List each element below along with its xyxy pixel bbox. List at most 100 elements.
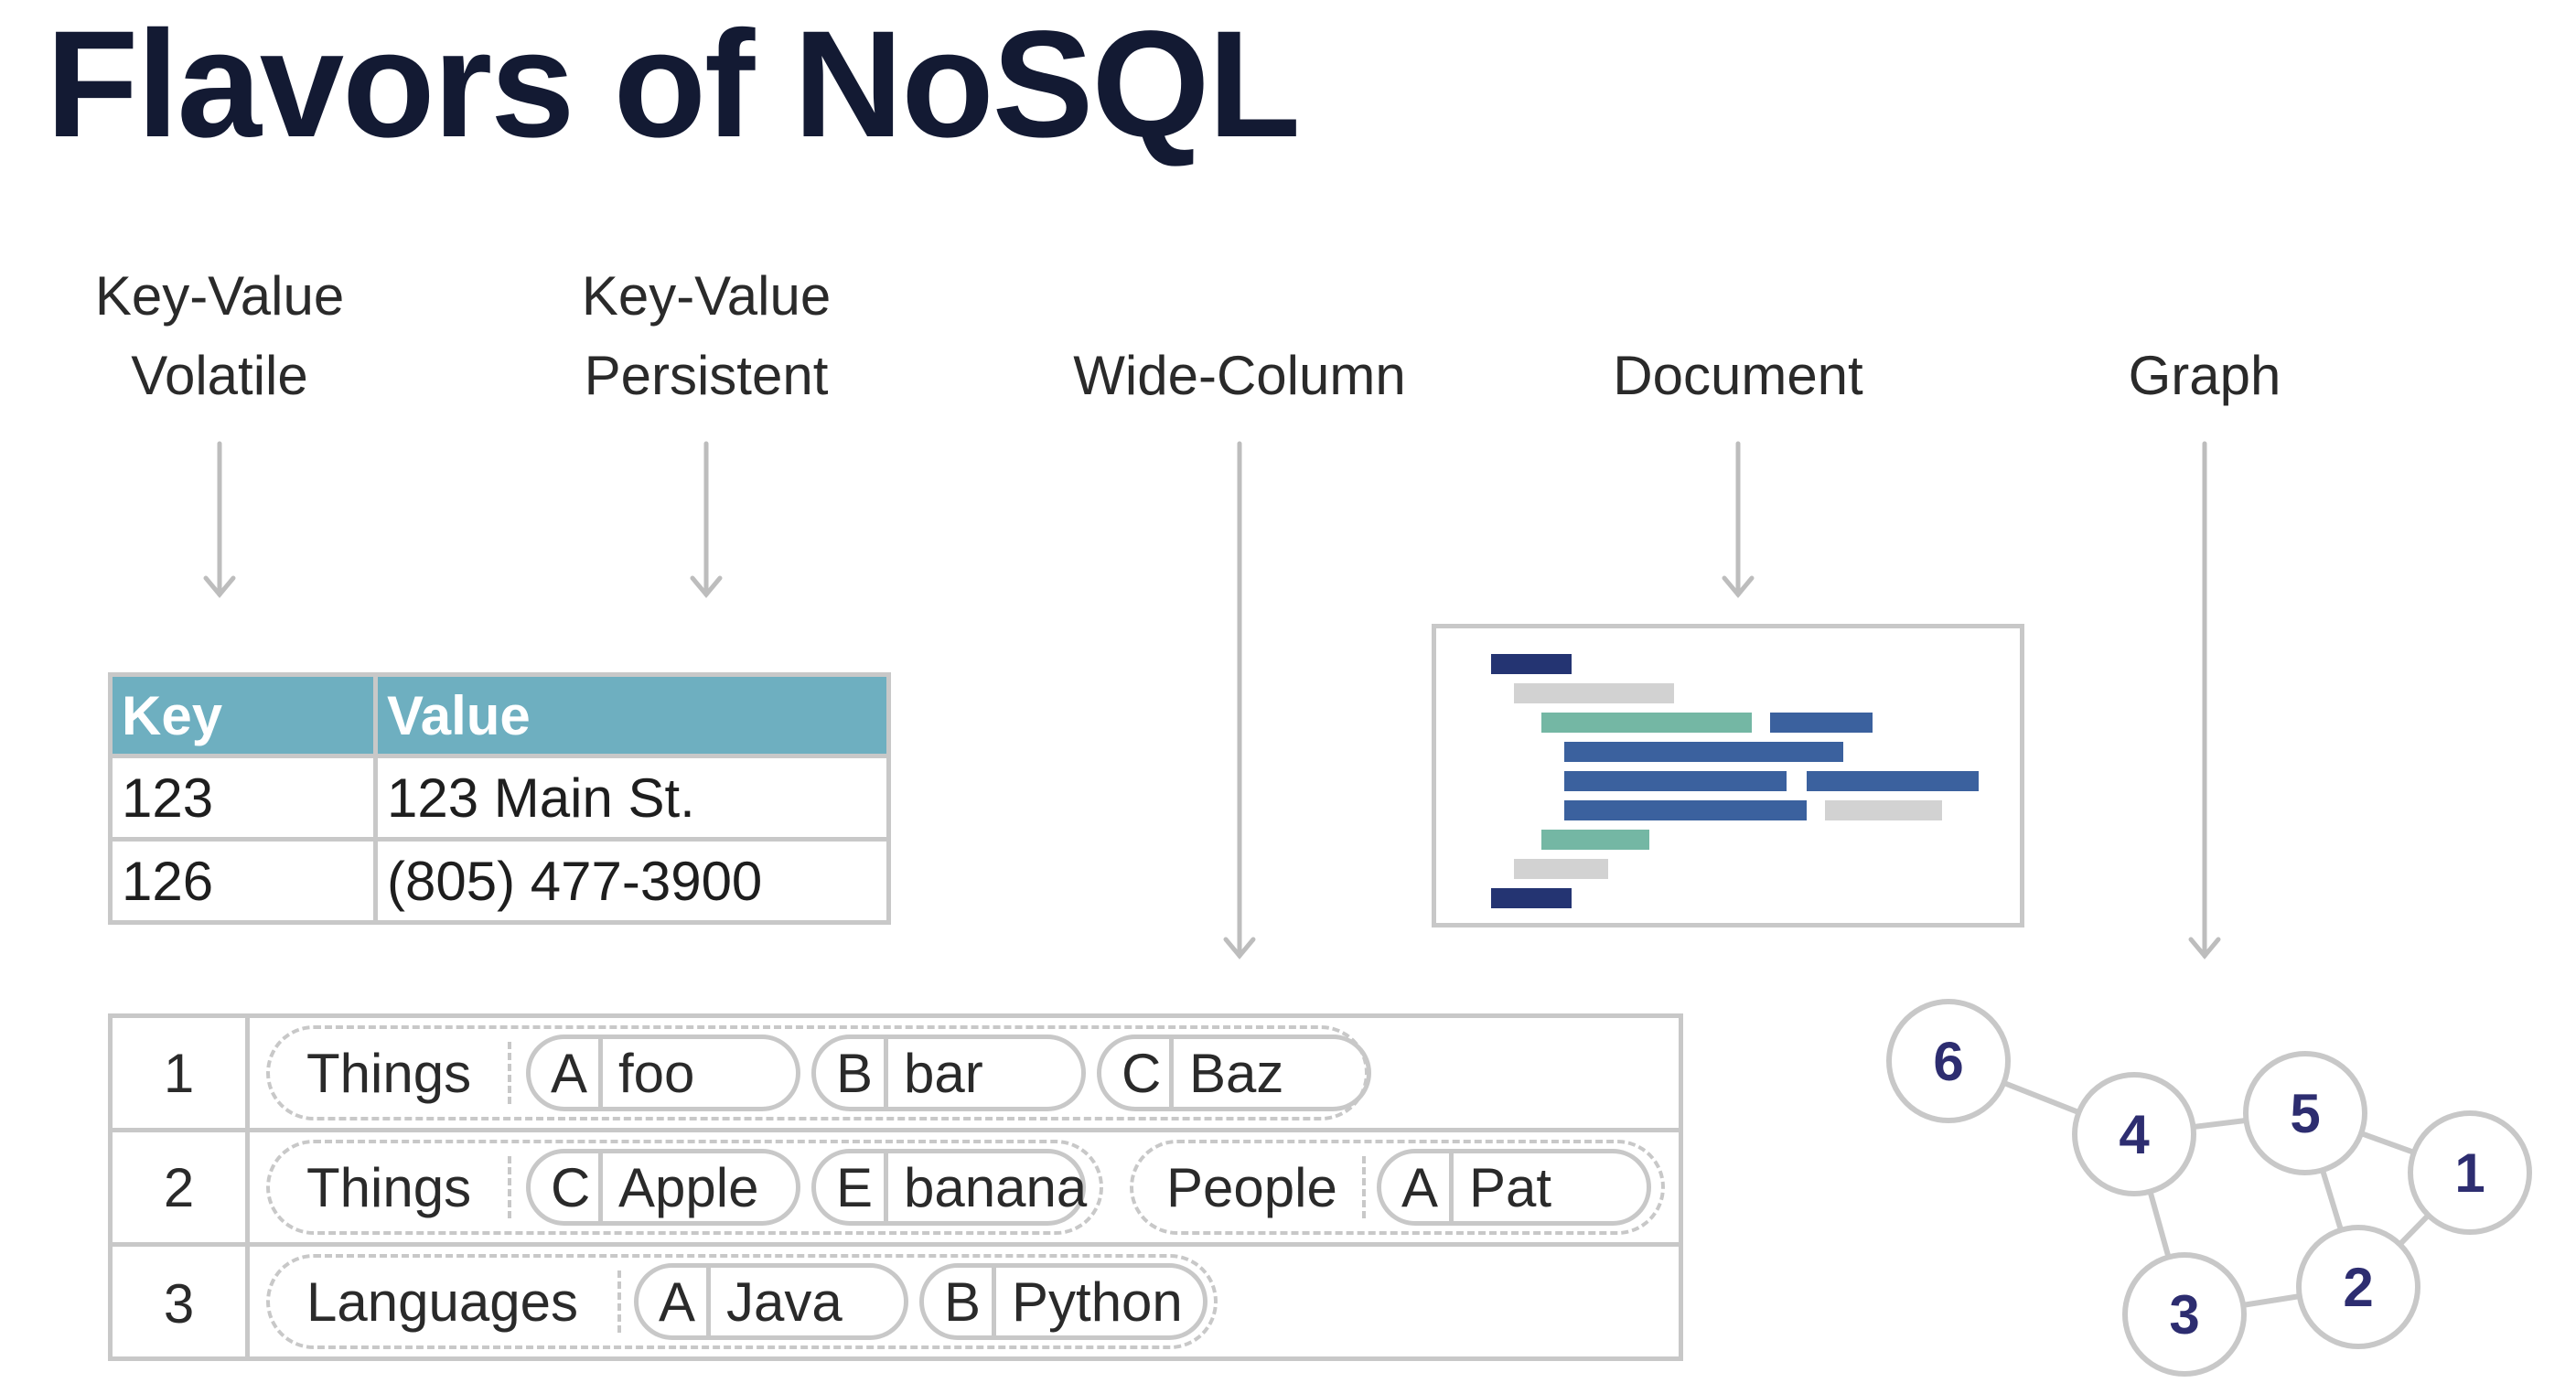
column-family: Languages A Java B Python	[266, 1254, 1218, 1349]
column-name: C	[551, 1156, 591, 1218]
column-cell: E banana	[811, 1149, 1088, 1226]
header-key: Key	[108, 672, 378, 758]
doc-bar	[1541, 830, 1649, 850]
column-value: Python	[1012, 1270, 1183, 1333]
column-name: A	[659, 1270, 696, 1333]
table-cell-key: 126	[108, 837, 378, 925]
doc-bar	[1807, 771, 1979, 791]
wide-column-table: 1 Things A foo B bar C Baz	[108, 1013, 1683, 1361]
graph-node-label: 4	[2119, 1104, 2150, 1165]
document-illustration	[1432, 624, 2024, 927]
graph-node: 4	[2072, 1072, 2196, 1196]
table-row: 2 Things C Apple E banana People	[113, 1132, 1679, 1247]
table-cell-value: (805) 477-3900	[373, 837, 891, 925]
column-name: B	[836, 1042, 874, 1104]
column-cell: C Apple	[526, 1149, 800, 1226]
graph-node-label: 5	[2290, 1083, 2320, 1144]
graph-node-label: 3	[2169, 1284, 2199, 1345]
column-cell: A Java	[634, 1263, 908, 1340]
column-name: E	[836, 1156, 874, 1218]
label-line-2: Document	[1613, 345, 1863, 406]
column-value: bar	[904, 1042, 983, 1104]
graph-node: 5	[2243, 1051, 2367, 1175]
column-name: B	[944, 1270, 982, 1333]
column-family-name: Languages	[306, 1270, 578, 1333]
column-value: banana	[904, 1156, 1088, 1218]
doc-bar	[1514, 683, 1674, 703]
row-key: 2	[113, 1132, 250, 1242]
graph-node: 6	[1886, 999, 2011, 1123]
label-kv-volatile: Key-Value Volatile	[82, 256, 357, 415]
arrow-kv-volatile	[203, 441, 236, 598]
doc-bar	[1770, 713, 1873, 733]
row-key: 3	[113, 1247, 250, 1361]
slide-title: Flavors of NoSQL	[46, 0, 1301, 169]
key-value-table: Key Value 123 123 Main St. 126 (805) 477…	[108, 672, 891, 925]
graph-node-circle	[2072, 1072, 2196, 1196]
table-row: 123 123 Main St.	[108, 754, 891, 842]
column-name: C	[1122, 1042, 1162, 1104]
column-name: A	[1401, 1156, 1439, 1218]
column-cell: A foo	[526, 1035, 800, 1111]
column-value: Pat	[1469, 1156, 1552, 1218]
column-family: People A Pat	[1130, 1140, 1665, 1235]
cell-divider	[598, 1039, 603, 1107]
table-row: 1 Things A foo B bar C Baz	[113, 1018, 1679, 1132]
label-wide-column: Wide-Column	[1006, 336, 1473, 415]
doc-bar	[1825, 800, 1942, 820]
cell-divider	[884, 1153, 888, 1221]
column-family: Things A foo B bar C Baz	[266, 1025, 1371, 1120]
column-value: Java	[726, 1270, 843, 1333]
label-line-2: Persistent	[584, 345, 829, 406]
graph-node-circle	[2243, 1051, 2367, 1175]
row-key: 1	[113, 1018, 250, 1128]
graph-node: 2	[2296, 1225, 2420, 1349]
cell-divider	[598, 1153, 603, 1221]
column-name: A	[551, 1042, 588, 1104]
doc-bar	[1491, 654, 1572, 674]
cell-divider	[992, 1268, 996, 1335]
graph-node-circle	[2408, 1110, 2532, 1235]
column-cell: A Pat	[1377, 1149, 1651, 1226]
doc-bar	[1564, 771, 1787, 791]
column-value: Baz	[1189, 1042, 1284, 1104]
label-line-2: Volatile	[131, 345, 308, 406]
header-value: Value	[373, 672, 891, 758]
table-row: 3 Languages A Java B Python	[113, 1247, 1679, 1361]
column-family-name: Things	[306, 1042, 472, 1104]
family-divider	[1362, 1156, 1366, 1218]
cell-divider	[884, 1039, 888, 1107]
graph-node-circle	[1886, 999, 2011, 1123]
cell-divider	[706, 1268, 711, 1335]
graph-node: 3	[2122, 1252, 2247, 1377]
cell-divider	[1169, 1039, 1174, 1107]
family-divider	[508, 1156, 511, 1218]
column-value: foo	[618, 1042, 695, 1104]
family-divider	[508, 1042, 511, 1104]
cell-divider	[1449, 1153, 1454, 1221]
graph-nodes: 6 4 5 12 3	[1886, 999, 2532, 1377]
table-header-row: Key Value	[108, 672, 891, 758]
graph-node-circle	[2296, 1225, 2420, 1349]
column-family-name: Things	[306, 1156, 472, 1218]
graph-node-label: 6	[1933, 1031, 1963, 1092]
table-cell-value: 123 Main St.	[373, 754, 891, 842]
graph-node-label: 1	[2454, 1142, 2485, 1204]
doc-bar	[1564, 742, 1843, 762]
column-value: Apple	[618, 1156, 759, 1218]
arrow-kv-persistent	[690, 441, 723, 598]
arrow-graph	[2188, 441, 2221, 960]
label-graph: Graph	[2058, 336, 2351, 415]
column-cell: B bar	[811, 1035, 1086, 1111]
column-family-name: People	[1166, 1156, 1337, 1218]
column-cell: C Baz	[1097, 1035, 1371, 1111]
column-family: Things C Apple E banana	[266, 1140, 1103, 1235]
table-cell-key: 123	[108, 754, 378, 842]
label-line-1: Key-Value	[581, 265, 832, 327]
graph-node: 1	[2408, 1110, 2532, 1235]
label-document: Document	[1500, 336, 1976, 415]
column-cell: B Python	[919, 1263, 1208, 1340]
